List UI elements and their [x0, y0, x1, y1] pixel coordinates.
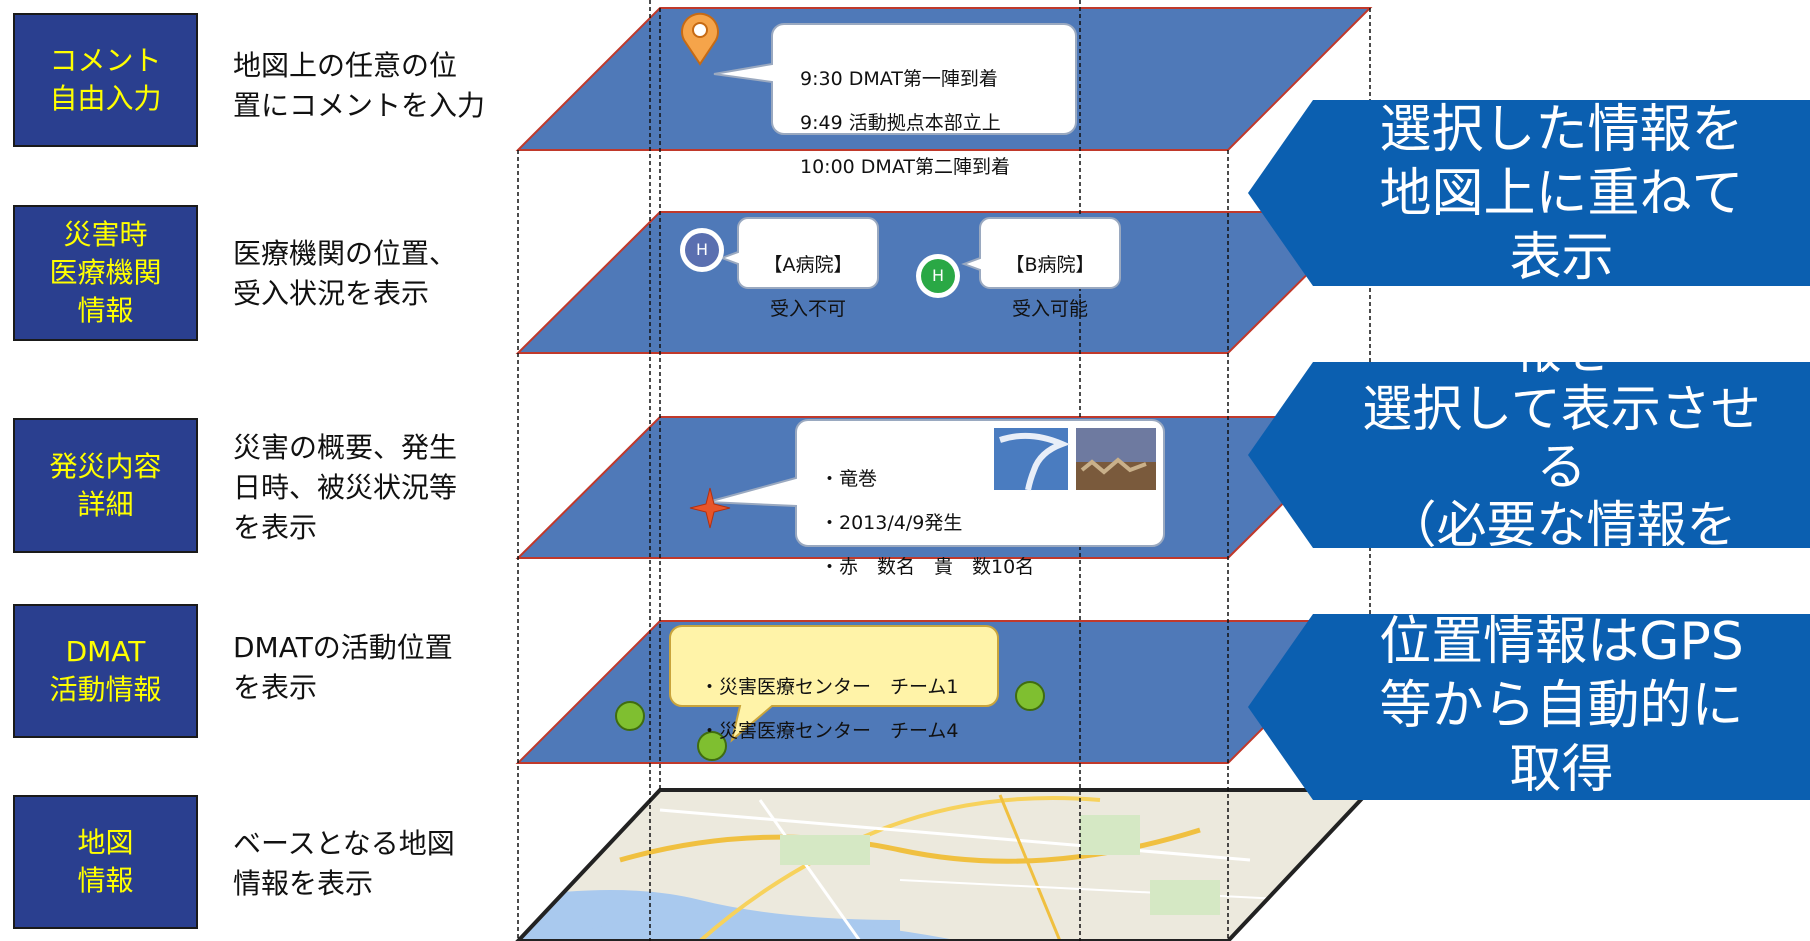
comment-line: 9:30 DMAT第一陣到着 — [800, 68, 998, 90]
layer-label-text: コメント 自由入力 — [49, 44, 162, 115]
dmat-callout-text: ・災害医療センター チーム1 ・災害医療センター チーム4 — [700, 654, 959, 764]
layer-desc-disaster: 災害の概要、発生 日時、被災状況等 を表示 — [233, 431, 458, 544]
info-arrow-1: 選択した情報を 地図上に重ねて 表示 — [1248, 100, 1810, 288]
comment-line: 10:00 DMAT第二陣到着 — [800, 156, 1010, 178]
arrow-shape — [1248, 362, 1810, 548]
info-arrow-2: 報を 選択して表示させ る （必要な情報を — [1248, 362, 1810, 548]
hospital-a-name: 【A病院】 — [763, 254, 853, 276]
disaster-line: ・赤 数名 貴 数10名 — [820, 556, 1035, 578]
arrow-shape — [1248, 100, 1810, 286]
info-arrow-3: 位置情報はGPS 等から自動的に 取得 — [1248, 614, 1810, 800]
arrow-text-2: 報を 選択して表示させ る （必要な情報を — [1362, 362, 1761, 548]
map-layer — [518, 790, 1370, 941]
damage-photo — [1076, 428, 1156, 490]
comment-line: 9:49 活動拠点本部立上 — [800, 112, 1001, 134]
layer-label-text: DMAT 活動情報 — [49, 635, 162, 706]
layer-label-text: 発災内容 詳細 — [49, 449, 162, 521]
hospital-a-text: 【A病院】 受入不可 — [748, 232, 868, 342]
disaster-line: ・2013/4/9発生 — [820, 512, 963, 534]
comment-callout-text: 9:30 DMAT第一陣到着 9:49 活動拠点本部立上 10:00 DMAT第… — [800, 46, 1010, 200]
layer-desc-hospital: 医療機関の位置、 受入状況を表示 — [233, 237, 458, 310]
layer-label-comment: コメント 自由入力 — [13, 13, 198, 147]
layer-label-map: 地図 情報 — [13, 795, 198, 929]
layer-label-text: 災害時 医療機関 情報 — [49, 218, 162, 327]
hospital-a-marker-label: H — [695, 240, 709, 259]
layer-desc-comment: 地図上の任意の位 置にコメントを入力 — [233, 49, 486, 122]
hospital-b-status: 受入可能 — [1011, 298, 1088, 320]
dmat-line: ・災害医療センター チーム4 — [700, 720, 959, 742]
map-pin-icon — [681, 12, 719, 66]
disaster-line: ・竜巻 — [820, 468, 878, 490]
arrow-text-1: 選択した情報を 地図上に重ねて 表示 — [1379, 100, 1744, 288]
hospital-b-name: 【B病院】 — [1005, 254, 1095, 276]
layer-label-hospital: 災害時 医療機関 情報 — [13, 205, 198, 341]
hospital-b-text: 【B病院】 受入可能 — [990, 232, 1110, 342]
layer-desc-dmat: DMATの活動位置 を表示 — [233, 631, 453, 704]
arrow-text-3: 位置情報はGPS 等から自動的に 取得 — [1379, 614, 1744, 800]
layer-label-dmat: DMAT 活動情報 — [13, 604, 198, 738]
dmat-line: ・災害医療センター チーム1 — [700, 676, 959, 698]
layer-label-text: 地図 情報 — [77, 826, 134, 897]
hospital-a-status: 受入不可 — [769, 298, 846, 320]
disaster-star-icon — [689, 487, 731, 529]
layer-label-disaster: 発災内容 詳細 — [13, 418, 198, 553]
layer-desc-map: ベースとなる地図 情報を表示 — [233, 827, 455, 900]
hospital-b-marker-label: H — [931, 266, 945, 285]
arrow-shape — [1248, 614, 1810, 800]
disaster-callout-text: ・竜巻 ・2013/4/9発生 ・赤 数名 貴 数10名 — [820, 446, 1034, 600]
